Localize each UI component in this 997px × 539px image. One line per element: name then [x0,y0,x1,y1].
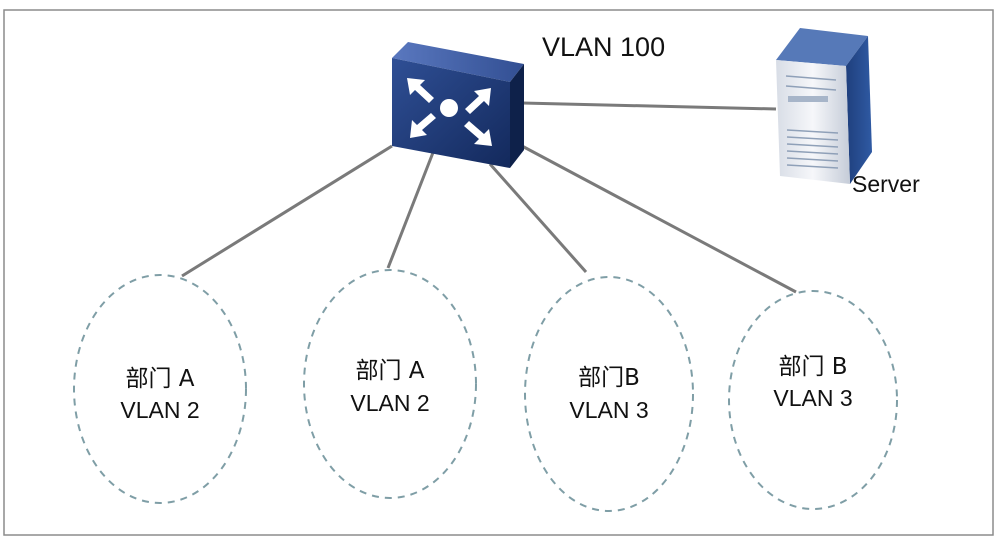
switch-top-face [392,42,524,82]
switch-side-face [510,64,524,168]
vlan-group: 部门 A VLAN 2 [73,274,247,504]
server-top [776,28,868,66]
link-switch-group-4 [521,144,797,294]
vlan-label: VLAN 2 [120,397,199,423]
vlan-label: VLAN 3 [569,397,648,423]
switch-center-dot [440,99,458,117]
vlan-group-boundary [524,276,694,512]
links [181,101,797,294]
department-label: 部门 B [778,354,847,380]
diagram-frame [3,9,994,536]
server-side [846,36,872,184]
switch-arrows [407,78,492,146]
server-label: Server [852,171,920,197]
server-drive-bay [788,96,828,102]
server-icon [776,28,872,184]
link-switch-server [521,101,777,111]
link-switch-group-3 [488,163,588,273]
vlan-label: VLAN 3 [773,385,852,411]
switch-label: VLAN 100 [542,32,665,62]
vlan-label: VLAN 2 [350,390,429,416]
link-switch-group-2 [386,149,436,269]
layer3-switch-icon [392,42,524,168]
server-front-details [785,75,839,169]
department-label: 部门B [578,365,640,391]
department-label: 部门 A [355,358,424,384]
department-label: 部门 A [125,366,194,392]
vlan-group: 部门 A VLAN 2 [303,269,477,499]
vlan-group: 部门B VLAN 3 [524,276,694,512]
vlan-group: 部门 B VLAN 3 [728,290,898,510]
vlan-group-boundary [303,269,477,499]
vlan-group-boundary [728,290,898,510]
link-switch-group-1 [181,144,393,278]
vlan-group-boundary [73,274,247,504]
